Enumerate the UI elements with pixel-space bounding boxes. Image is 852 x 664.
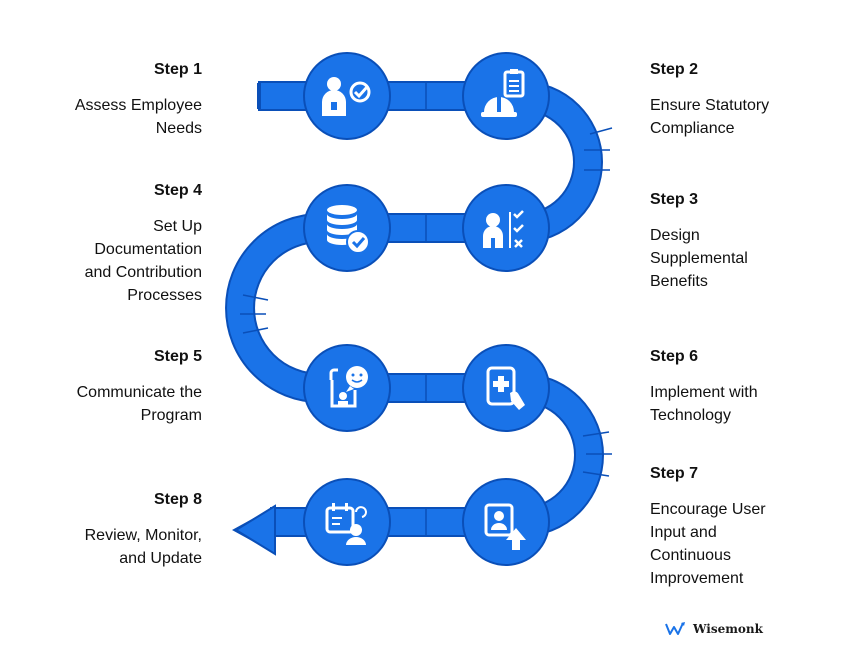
database-check-icon [327,205,370,254]
step-2: Step 2 Ensure Statutory Compliance [650,60,850,140]
step6-circle [462,344,550,432]
step-7-description: Encourage User Input and Continuous Impr… [650,501,766,587]
step5-circle [303,344,391,432]
step-2-description: Ensure Statutory Compliance [650,97,770,137]
step-7-number: Step 7 [650,465,699,482]
step8-circle [303,478,391,566]
profile-upload-icon [484,503,526,550]
step-1-number: Step 1 [153,61,202,78]
step3-circle [462,184,550,272]
step-4: Step 4 Set Up Documentation and Contribu… [2,181,202,307]
step-8-number: Step 8 [153,491,202,508]
step4-circle [303,184,391,272]
step-1-description: Assess Employee Needs [74,97,202,137]
step-6-description: Implement with Technology [650,384,758,424]
step-7: Step 7 Encourage User Input and Continuo… [650,464,850,590]
person-checklist-icon [483,210,524,248]
wisemonk-logo-icon [665,622,685,635]
step-5-description: Communicate the Program [76,384,202,424]
step-3: Step 3 Design Supplemental Benefits [650,190,850,293]
step-5: Step 5 Communicate the Program [2,347,202,427]
step-6-number: Step 6 [650,348,699,365]
step-3-description: Design Supplemental Benefits [650,227,748,290]
step-8: Step 8 Review, Monitor, and Update [2,490,202,570]
brand-name: Wisemonk [693,622,763,636]
step-8-description: Review, Monitor, and Update [84,527,202,567]
step-4-description: Set Up Documentation and Contribution Pr… [84,218,202,304]
step-2-number: Step 2 [650,61,699,78]
person-chat-icon [329,366,368,408]
step-1: Step 1 Assess Employee Needs [2,60,202,140]
step1-circle [303,52,391,140]
person-check-icon [322,77,371,116]
step-3-number: Step 3 [650,191,699,208]
tablet-medical-icon [486,366,525,410]
calendar-person-icon [325,503,367,545]
step7-circle [462,478,550,566]
step-4-number: Step 4 [153,182,202,199]
step-5-number: Step 5 [153,348,202,365]
brand: Wisemonk [665,622,763,636]
hardhat-clipboard-icon [481,69,525,117]
step-6: Step 6 Implement with Technology [650,347,850,427]
